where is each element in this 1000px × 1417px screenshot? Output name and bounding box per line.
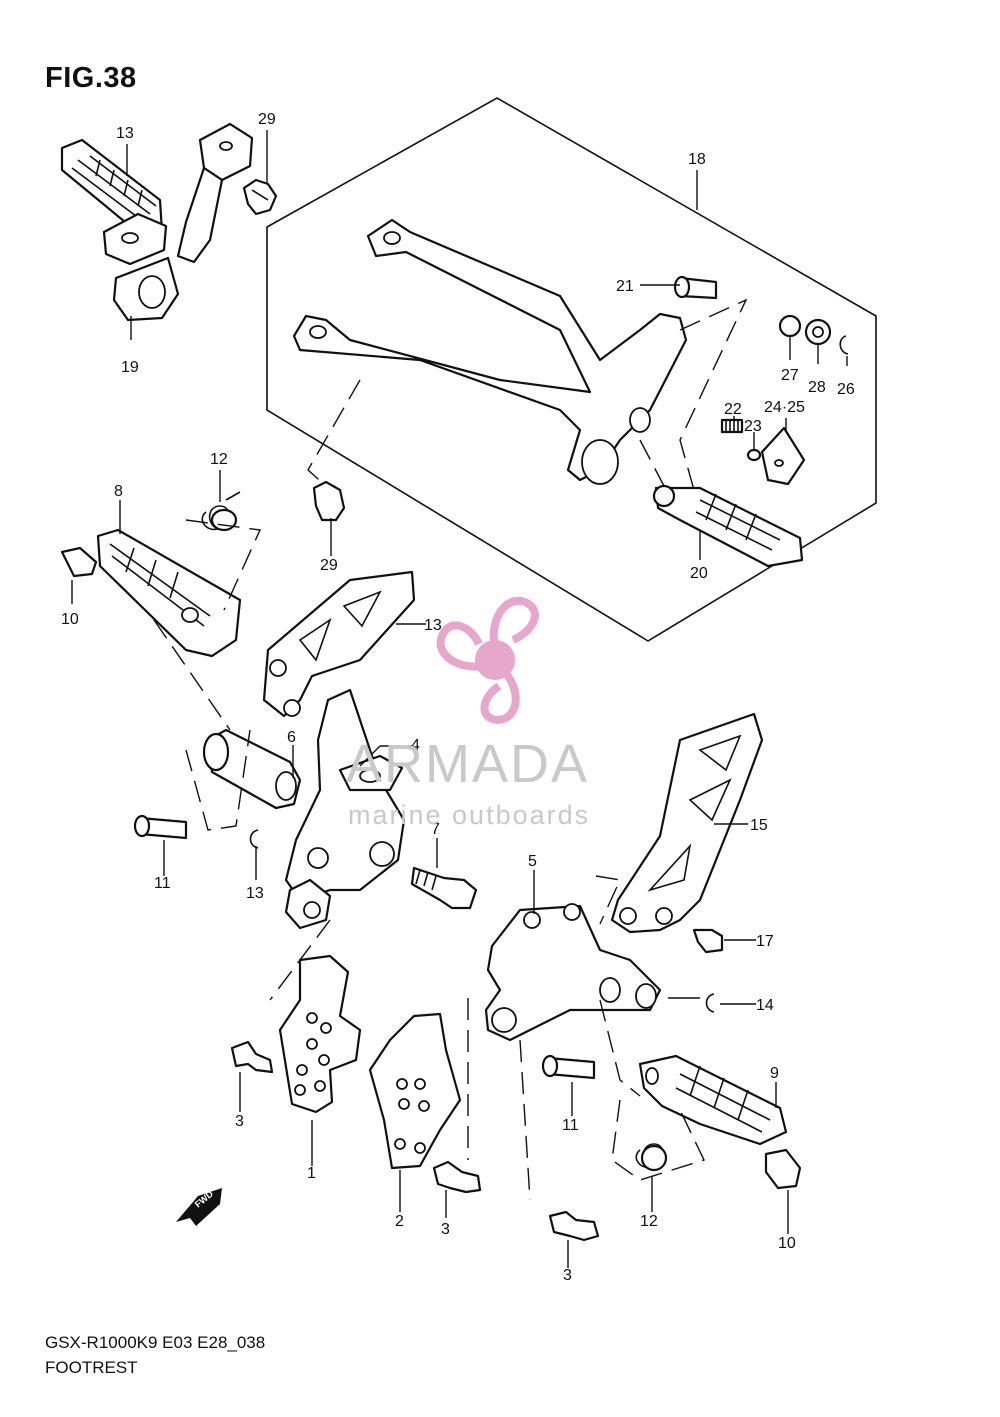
callout-11a: 11 [154,875,171,892]
callout-12a: 12 [210,451,228,468]
callout-26: 26 [837,381,855,398]
callout-29b: 29 [320,557,338,574]
callout-18: 18 [688,151,706,168]
alignment-dash-lines [153,298,748,1201]
callout-20: 20 [690,565,708,582]
part-12-spring-right [635,1143,668,1172]
callout-19: 13 [116,125,134,142]
callout-1: 1 [307,1165,316,1182]
part-2-plate [368,1012,462,1170]
part-18-rear-bracket [292,218,688,485]
figure-title: FIG.38 [45,62,137,94]
callout-2: 2 [395,1213,404,1230]
part-13-clip-right [705,993,715,1013]
part-21-pin [673,275,718,300]
part-3-bolts [230,1040,600,1242]
figure-name: FOOTREST [45,1358,138,1377]
callout-7: 7 [431,821,440,838]
callout-3c: 3 [563,1267,572,1284]
callout-13a: 13 [246,885,264,902]
part-8-footpeg [96,528,242,658]
part-1-plate [278,954,362,1114]
callout-21: 21 [616,278,634,295]
callout-3b: 3 [441,1221,450,1238]
callout-6: 6 [287,729,296,746]
callout-14: 13 [424,617,442,634]
callout-numbers: 13 19 29 18 21 27 28 26 22 23 24·25 20 2… [61,111,855,1284]
callout-10a: 10 [61,611,79,628]
part-9-footpeg [638,1054,788,1146]
part-11-pin-left [133,814,188,840]
part-29-bolt-lower [312,480,346,522]
callout-4: 4 [411,737,420,754]
part-7-bolt [410,866,478,910]
part-19-footpeg-assembly [60,122,254,322]
part-5-bracket [484,903,662,1042]
callout-24-25: 24·25 [764,399,805,416]
callout-5: 5 [528,853,537,870]
callout-27: 27 [781,367,799,384]
part-29-bolt [242,178,278,216]
part-16-screw [692,928,724,954]
part-10-rubber [60,546,98,578]
callout-9: 9 [770,1065,779,1082]
figure-code: GSX-R1000K9 E03 E28_038 [45,1333,266,1352]
leader-lines [71,130,848,1268]
part-6-pivot [202,728,302,810]
small-hardware-22-28 [720,314,849,486]
callout-16: 17 [756,933,774,950]
part-10-rubber-right [764,1148,802,1190]
part-14-heel-guard [262,570,416,718]
callout-12b: 12 [640,1213,658,1230]
callout-23: 23 [744,418,762,435]
watermark-brand: ARMADA [346,734,589,794]
forward-arrow-icon: FWD [176,1188,222,1226]
callout-28: 28 [808,379,826,396]
callout-17: 19 [121,359,139,376]
callout-13b: 14 [756,997,774,1014]
callout-15: 15 [750,817,768,834]
callout-11b: 11 [562,1117,579,1134]
part-11-pin-right [541,1054,596,1080]
watermark-tagline: marine outboards [348,800,590,830]
assembly-kit-frame [266,97,877,642]
part-4-bracket [284,688,406,930]
callout-3a: 3 [235,1113,244,1130]
callout-8: 8 [114,483,123,500]
part-20-footpeg [652,484,804,568]
callout-29a: 29 [258,111,276,128]
armada-logo [436,596,539,725]
callout-10b: 10 [778,1235,796,1252]
callout-22: 22 [724,401,742,418]
part-15-heel-guard [610,712,764,934]
part-13-clip-left [249,829,259,849]
